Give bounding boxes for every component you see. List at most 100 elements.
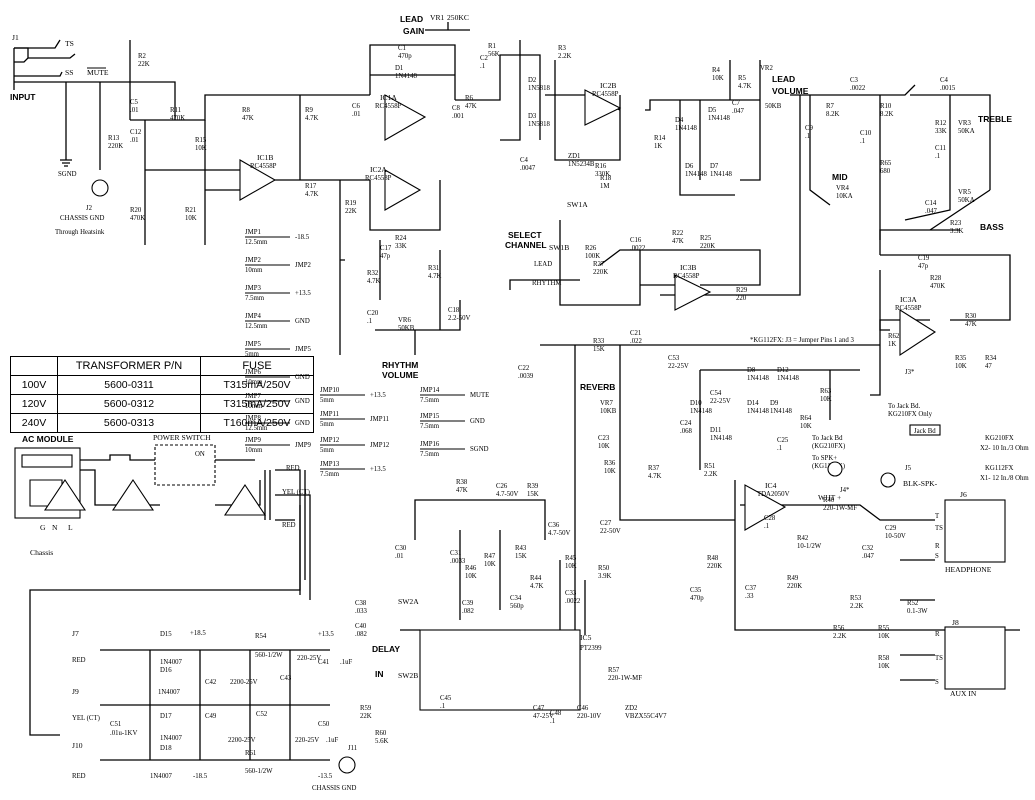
ic2a-symbol [384, 169, 422, 211]
j4-connector [827, 461, 843, 477]
sw1b-label: SW1B [549, 243, 569, 252]
component-value: 220-1W-MF [823, 505, 857, 512]
table-cell-part: 5600-0313 [57, 413, 201, 433]
jumper-label: JMP1 [245, 229, 261, 236]
j6-s: S [935, 553, 939, 560]
mute-net: MUTE [87, 68, 109, 77]
ts-label: TS [65, 39, 74, 48]
component-ref: R50 [598, 565, 610, 572]
component-ref: C47 [533, 705, 545, 712]
c50-value: .1uF [326, 737, 338, 744]
component-ref: R63 [820, 388, 832, 395]
component-value: 1N4148 [685, 171, 708, 178]
component-ref: C14 [925, 200, 937, 207]
lead-gain-label: LEAD [400, 14, 423, 24]
component-value: 47 [985, 363, 992, 370]
c43-label: C43 [280, 675, 292, 682]
component-value: 10-1/2W [797, 543, 822, 550]
component-ref: C11 [935, 145, 946, 152]
ic5-ref: IC5 [580, 633, 592, 642]
component-value: 10K [820, 396, 832, 403]
lead-volume-label-2: VOLUME [772, 86, 809, 96]
c52-value: 220-25V [295, 737, 319, 744]
component-value: 10K [712, 75, 724, 82]
jumper-net: -18.5 [295, 234, 310, 241]
component-ref: C12 [130, 129, 142, 136]
chassis-gnd-j11 [338, 756, 356, 774]
c50-label: C50 [318, 721, 330, 728]
component-ref: R31 [428, 265, 439, 272]
aux-in-jack [944, 626, 1006, 690]
ac-module-label: AC MODULE [22, 434, 74, 444]
component-value: .01 [130, 137, 139, 144]
component-ref: D3 [528, 113, 537, 120]
component-ref: C18 [448, 307, 460, 314]
component-ref: R23 [950, 220, 962, 227]
headphone-jack [944, 499, 1006, 563]
component-ref: R16 [595, 163, 607, 170]
component-ref: C37 [745, 585, 757, 592]
table-cell-fuse: T160mA/250V [200, 413, 314, 433]
component-value: 47K [242, 115, 254, 122]
component-ref: R24 [395, 235, 407, 242]
component-ref: C33 [565, 590, 577, 597]
headphone-label: HEADPHONE [945, 565, 992, 574]
j6-r: R [935, 543, 940, 550]
red2-wire-label: RED [282, 522, 296, 529]
jumper-net: SGND [470, 446, 489, 453]
component-value: .1 [777, 445, 782, 452]
component-value: 560p [510, 603, 524, 610]
component-value: 2.2K [850, 603, 863, 610]
component-ref: C38 [355, 600, 367, 607]
component-value: 1N4148 [690, 408, 713, 415]
component-ref: R43 [515, 545, 527, 552]
component-ref: C16 [630, 237, 642, 244]
component-value: 2.2-50V [448, 315, 471, 322]
component-ref: C4 [520, 157, 529, 164]
component-ref: R34 [985, 355, 997, 362]
sw2a-label: SW2A [398, 597, 419, 606]
table-cell-voltage: 120V [10, 394, 58, 414]
ic1b-ref: IC1B [257, 153, 273, 162]
component-ref: D7 [710, 163, 719, 170]
component-value: 10K [878, 633, 890, 640]
j9-label: J9 [72, 687, 79, 696]
component-value: 100K [585, 253, 600, 260]
jumper-net: JMP12 [370, 442, 390, 449]
to-jack-label: To Jack Bd [812, 435, 843, 442]
component-value: 15K [593, 346, 605, 353]
chassis-label: Chassis [30, 548, 53, 557]
ic2b-ref: IC2B [600, 81, 616, 90]
yel-wire-label: YEL (CT) [282, 489, 310, 496]
jumper-label: JMP2 [245, 257, 261, 264]
component-value: 3.9K [598, 573, 611, 580]
component-value: 220K [707, 563, 722, 570]
transformer-table: TRANSFORMER P/N FUSE 100V 5600-0311 T315… [10, 356, 314, 433]
opamps: IC1B RC4558P IC1A RC4558P IC2A RC4558P I… [239, 81, 937, 711]
component-value: 470p [398, 53, 412, 60]
jumper-net: JMP9 [295, 442, 311, 449]
component-ref: C17 [380, 245, 392, 252]
component-ref: C29 [885, 525, 897, 532]
chassis-gnd-label: CHASSIS GND [60, 215, 104, 222]
component-value: 22K [138, 61, 150, 68]
component-value: 10K [195, 145, 207, 152]
component-ref: D8 [747, 367, 756, 374]
component-value: 33K [395, 243, 407, 250]
component-value: .082 [462, 608, 474, 615]
component-ref: R32 [367, 270, 379, 277]
j7-label: J7 [72, 629, 79, 638]
j6-ts: TS [935, 525, 943, 532]
ic3b-symbol [674, 274, 712, 311]
component-value: 4.7K [530, 583, 543, 590]
component-ref: C36 [548, 522, 560, 529]
component-value: 47K [965, 321, 977, 328]
j11-label: J11 [348, 745, 357, 752]
component-value: .1 [764, 523, 769, 530]
ic1b-symbol [239, 159, 277, 201]
sw2b-label: SW2B [398, 671, 418, 680]
component-value: .01 [352, 111, 361, 118]
component-value: 47p [380, 253, 391, 260]
component-ref: C3 [850, 77, 859, 84]
d17-label: D17 [160, 713, 172, 720]
